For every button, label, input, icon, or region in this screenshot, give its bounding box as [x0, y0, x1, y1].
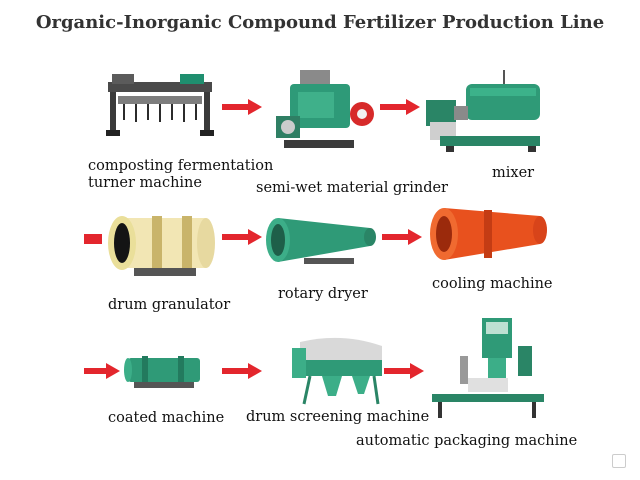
coated-machine-image — [124, 350, 204, 392]
composting-turner-machine-image — [100, 68, 220, 140]
step-label-composting-line2: turner machine — [88, 175, 202, 191]
flow-arrow-7 — [222, 363, 262, 379]
flow-arrow-2 — [380, 99, 420, 115]
watermark-mark — [612, 454, 626, 468]
step-label-coated: coated machine — [108, 410, 225, 426]
drum-screening-machine-image — [282, 334, 388, 410]
rotary-dryer-image — [264, 212, 376, 272]
automatic-packaging-machine-image — [428, 316, 548, 422]
step-label-packaging: automatic packaging machine — [356, 433, 578, 449]
diagram-title: Organic-Inorganic Compound Fertilizer Pr… — [35, 12, 605, 33]
flow-arrow-3 — [84, 234, 102, 244]
step-label-drum-screening: drum screening machine — [246, 409, 430, 425]
step-label-composting-line1: composting fermentation — [88, 158, 274, 174]
step-label-rotary-dryer: rotary dryer — [278, 286, 368, 302]
step-label-mixer: mixer — [492, 165, 535, 181]
step-label-grinder: semi-wet material grinder — [256, 180, 448, 196]
step-label-composting: composting fermentation turner machine — [88, 158, 273, 192]
mixer-image — [424, 66, 546, 158]
flow-arrow-4 — [222, 229, 262, 245]
flow-arrow-6 — [84, 363, 120, 379]
cooling-machine-image — [428, 204, 548, 266]
flow-arrow-5 — [382, 229, 422, 245]
step-label-cooling: cooling machine — [432, 276, 553, 292]
flow-arrow-8 — [384, 363, 424, 379]
semi-wet-grinder-image — [270, 66, 380, 158]
drum-granulator-image — [108, 206, 218, 282]
flow-arrow-1 — [222, 99, 262, 115]
step-label-drum-granulator: drum granulator — [108, 297, 231, 313]
